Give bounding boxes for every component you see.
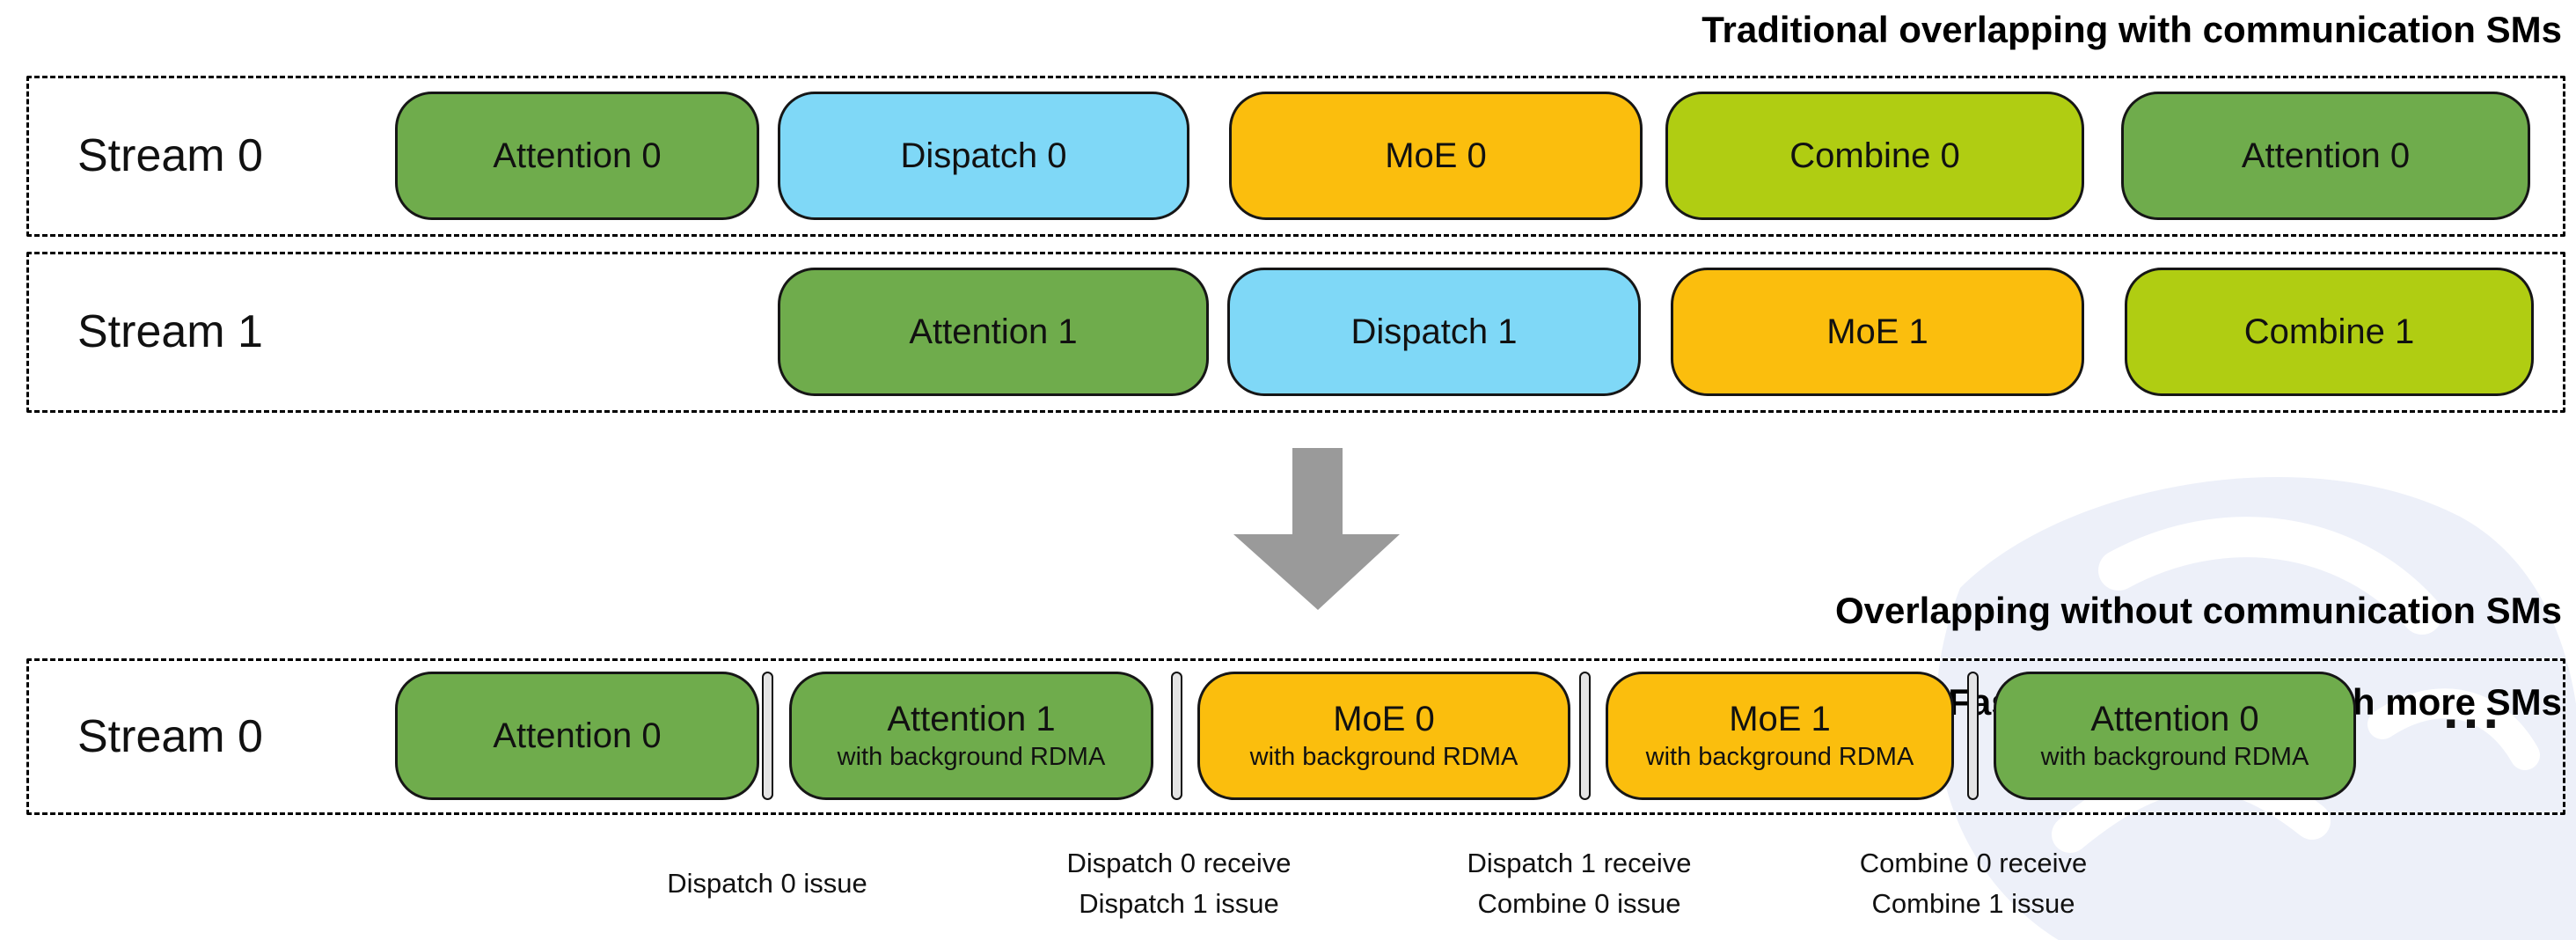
block-label: Dispatch 1 bbox=[1350, 312, 1518, 351]
block-label: MoE 1 bbox=[1826, 312, 1928, 351]
block-label: Attention 0 bbox=[2090, 700, 2259, 738]
block-combine-0: Combine 0 bbox=[1665, 92, 2084, 220]
block-attention-0-bottom: Attention 0 bbox=[395, 672, 759, 800]
block-moe-1: MoE 1 bbox=[1671, 268, 2084, 396]
block-combine-1: Combine 1 bbox=[2125, 268, 2534, 396]
annotation-combine0-receive-combine1-issue: Combine 0 receive Combine 1 issue bbox=[1860, 838, 2087, 929]
separator-bar-dispatch0-issue bbox=[762, 672, 773, 800]
block-attention-0: Attention 0 bbox=[395, 92, 759, 220]
block-label: MoE 0 bbox=[1385, 136, 1487, 175]
block-dispatch-0: Dispatch 0 bbox=[778, 92, 1189, 220]
annotation-dispatch0-issue: Dispatch 0 issue bbox=[667, 838, 867, 929]
stream-box-overlapped-stream0 bbox=[26, 658, 2565, 815]
annotation-line: Combine 0 receive bbox=[1859, 848, 2088, 878]
annotation-dispatch0-receive-dispatch1-issue: Dispatch 0 receive Dispatch 1 issue bbox=[1066, 838, 1291, 929]
title-traditional-overlapping: Traditional overlapping with communicati… bbox=[1701, 9, 2562, 50]
down-arrow-icon bbox=[1233, 448, 1400, 610]
stream0-label: Stream 0 bbox=[77, 130, 263, 181]
annotation-line: Dispatch 1 issue bbox=[1079, 888, 1279, 919]
title-line-1: Overlapping without communication SMs bbox=[1834, 590, 2562, 631]
stream-box-traditional-stream1 bbox=[26, 252, 2565, 413]
block-attention-1: Attention 1 bbox=[778, 268, 1209, 396]
annotation-line: Dispatch 0 receive bbox=[1066, 848, 1292, 878]
stream-box-traditional-stream0 bbox=[26, 76, 2565, 237]
block-dispatch-1: Dispatch 1 bbox=[1227, 268, 1641, 396]
block-moe-0-rdma: MoE 0 with background RDMA bbox=[1197, 672, 1570, 800]
annotation-line: Dispatch 1 receive bbox=[1467, 848, 1692, 878]
block-sublabel: with background RDMA bbox=[1249, 743, 1519, 771]
annotation-line: Dispatch 0 issue bbox=[667, 868, 867, 899]
block-label: Attention 0 bbox=[493, 136, 662, 175]
block-moe-1-rdma: MoE 1 with background RDMA bbox=[1606, 672, 1954, 800]
block-attention-0-rdma: Attention 0 with background RDMA bbox=[1994, 672, 2356, 800]
block-label: Attention 1 bbox=[909, 312, 1078, 351]
separator-bar-combine0-receive bbox=[1967, 672, 1979, 800]
block-label: Attention 0 bbox=[2241, 136, 2411, 175]
block-label: Combine 1 bbox=[2243, 312, 2415, 351]
annotation-line: Combine 0 issue bbox=[1477, 888, 1681, 919]
block-moe-0: MoE 0 bbox=[1229, 92, 1643, 220]
separator-bar-dispatch0-receive bbox=[1171, 672, 1182, 800]
stream1-label: Stream 1 bbox=[77, 306, 263, 357]
block-attention-1-rdma: Attention 1 with background RDMA bbox=[789, 672, 1153, 800]
block-sublabel: with background RDMA bbox=[1645, 743, 1914, 771]
block-sublabel: with background RDMA bbox=[2040, 743, 2309, 771]
separator-bar-dispatch1-receive bbox=[1579, 672, 1591, 800]
block-sublabel: with background RDMA bbox=[837, 743, 1106, 771]
block-label: Attention 1 bbox=[887, 700, 1056, 738]
block-label: Dispatch 0 bbox=[900, 136, 1067, 175]
block-attention-0-next: Attention 0 bbox=[2121, 92, 2530, 220]
block-label: Combine 0 bbox=[1789, 136, 1960, 175]
block-label: MoE 0 bbox=[1333, 700, 1435, 738]
annotation-dispatch1-receive-combine0-issue: Dispatch 1 receive Combine 0 issue bbox=[1467, 838, 1691, 929]
continuation-ellipsis: ... bbox=[2442, 677, 2504, 740]
block-label: Attention 0 bbox=[493, 716, 662, 755]
block-label: MoE 1 bbox=[1729, 700, 1831, 738]
annotation-line: Combine 1 issue bbox=[1871, 888, 2075, 919]
stream0-bottom-label: Stream 0 bbox=[77, 711, 263, 762]
